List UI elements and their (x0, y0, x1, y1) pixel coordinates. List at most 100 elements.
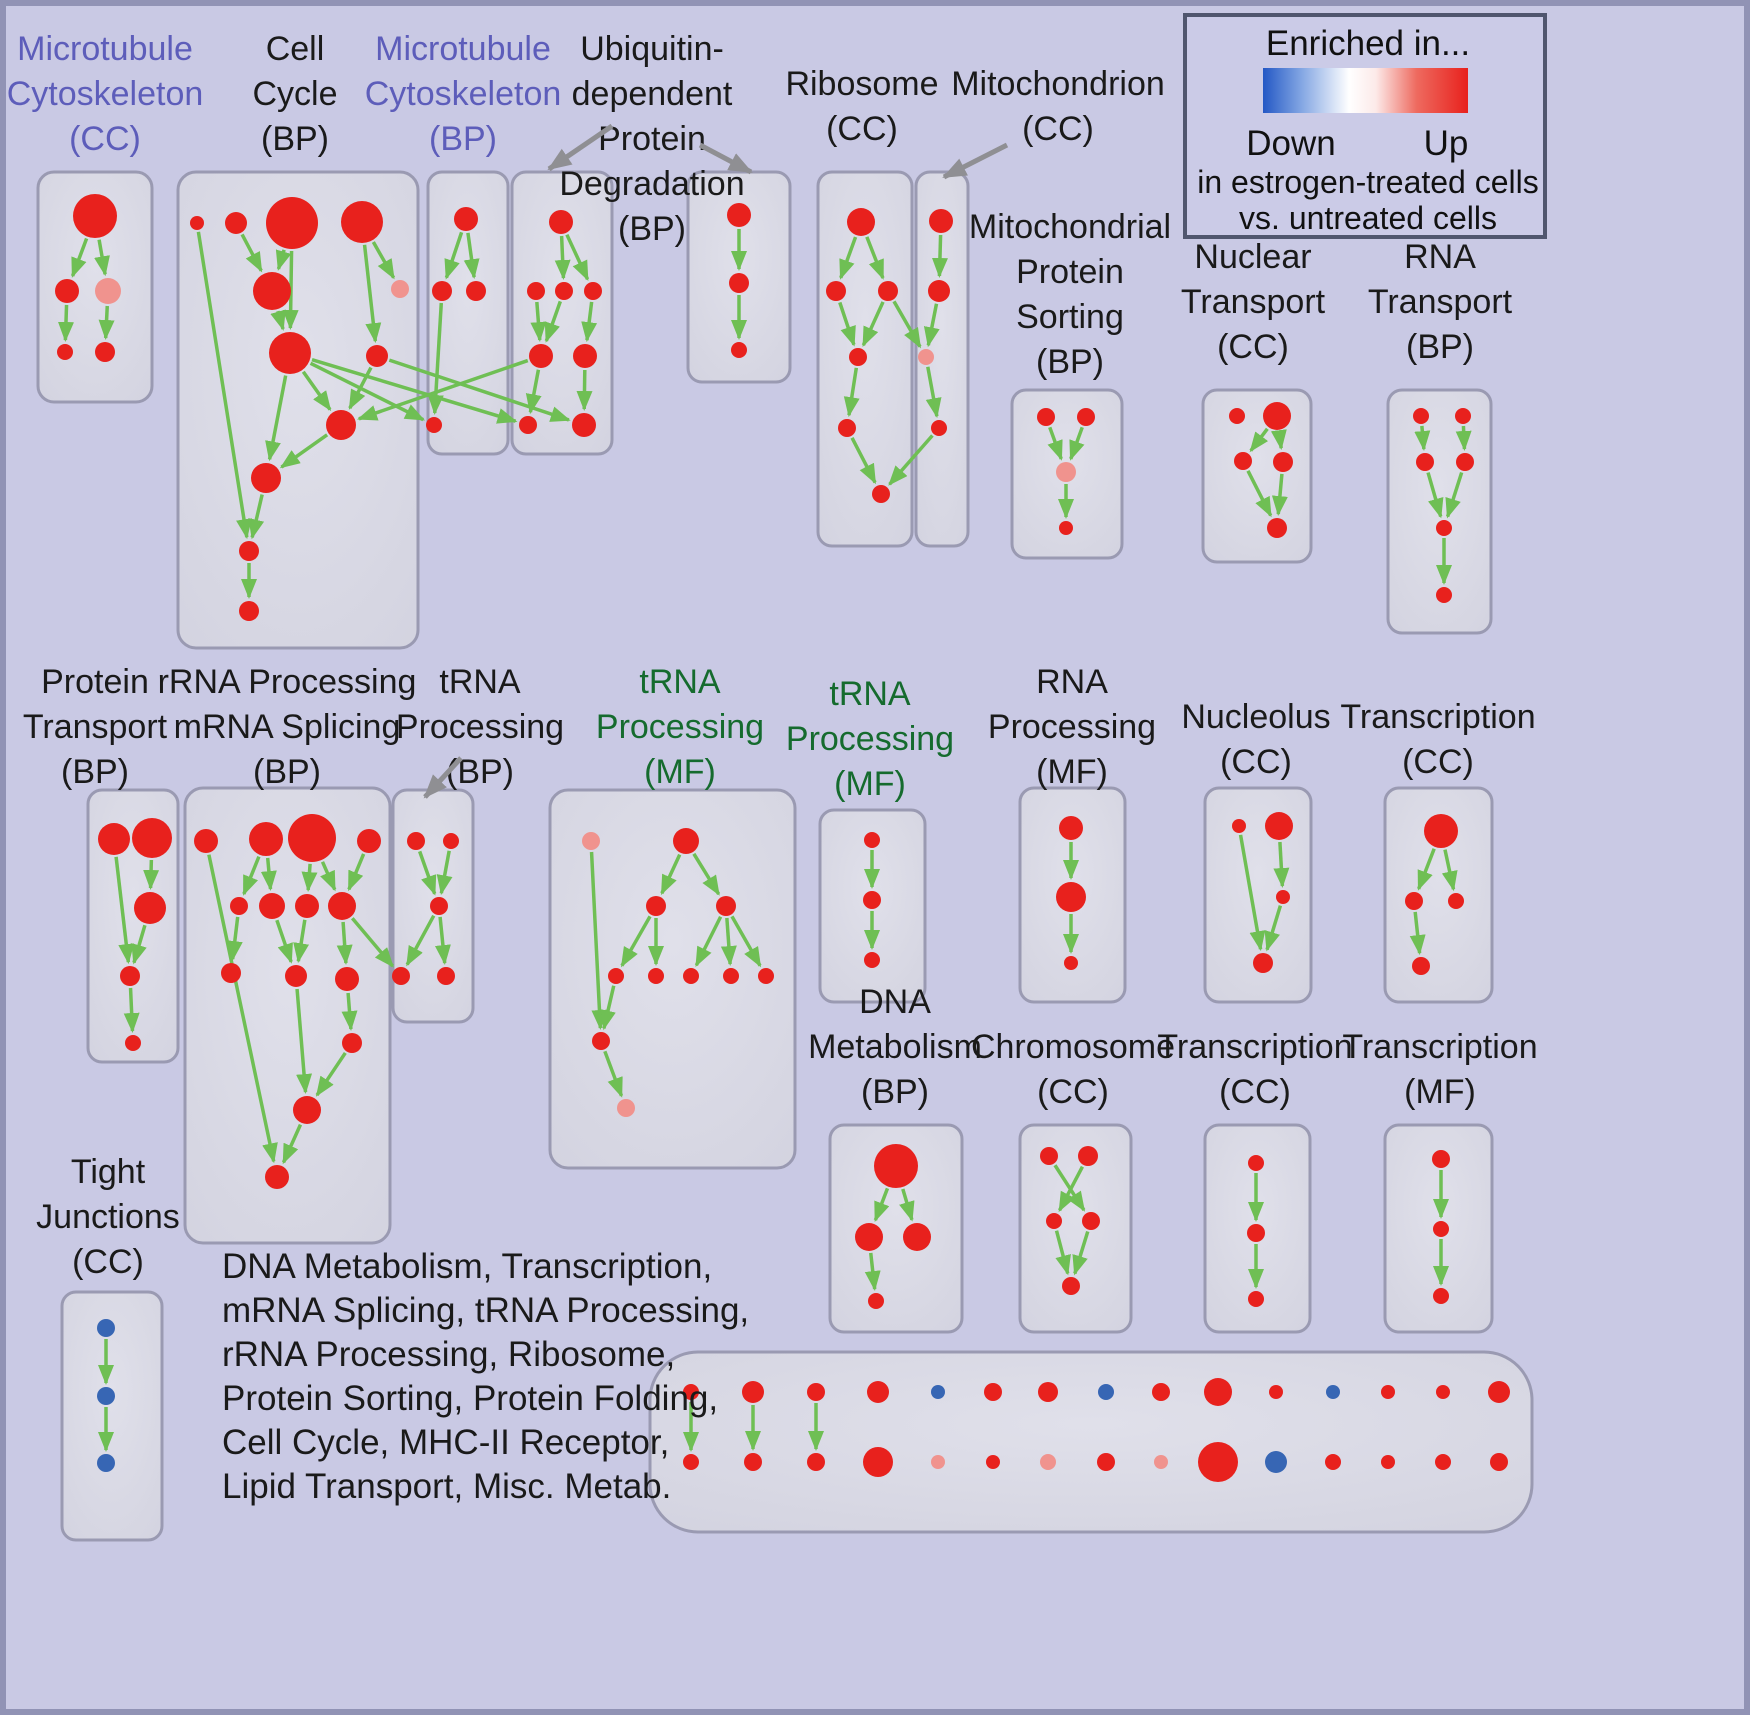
edge-arrow (388, 358, 571, 422)
edge-arrow (242, 855, 261, 896)
go-term-node (1269, 1385, 1283, 1399)
go-term-node (1046, 1213, 1062, 1229)
go-term-node (57, 344, 73, 360)
edge-arrow (240, 233, 263, 273)
go-term-node (582, 832, 600, 850)
edge-arrow (1455, 425, 1472, 452)
edge-arrow (554, 235, 571, 281)
go-term-node (1448, 893, 1464, 909)
go-term-node (1077, 408, 1095, 426)
pointer-arrow (423, 756, 463, 799)
go-term-node (407, 832, 425, 850)
go-term-node (249, 822, 283, 856)
edge-arrow (1273, 841, 1290, 889)
go-term-node (1326, 1385, 1340, 1399)
go-term-node (1456, 453, 1474, 471)
edge-arrow (931, 234, 948, 279)
go-term-node (617, 1099, 635, 1117)
go-term-node (1435, 1454, 1451, 1470)
go-term-node (120, 966, 140, 986)
edge-arrow (576, 369, 593, 412)
go-term-node (986, 1455, 1000, 1469)
go-term-node (221, 963, 241, 983)
edge-arrow (603, 1050, 624, 1098)
go-term-node (1276, 890, 1290, 904)
go-term-node (1381, 1385, 1395, 1399)
go-term-node (1433, 1288, 1449, 1304)
go-term-node (928, 280, 950, 302)
go-term-node (549, 210, 573, 234)
edge-arrow (260, 857, 277, 892)
go-term-node (1056, 462, 1076, 482)
edge-arrow (1271, 473, 1288, 517)
legend-gradient-bar (1263, 68, 1468, 113)
go-term-node (326, 410, 356, 440)
go-term-node (1436, 520, 1452, 536)
go-term-node (1432, 1150, 1450, 1168)
legend: Enriched in... Down Up in estrogen-treat… (1183, 13, 1547, 239)
edge-arrow (362, 244, 382, 344)
edge-arrow (1058, 1165, 1084, 1213)
go-term-node (1265, 812, 1293, 840)
go-term-node (426, 417, 442, 433)
go-term-node (807, 1383, 825, 1401)
edge-arrow (525, 369, 542, 415)
go-term-node (1064, 956, 1078, 970)
go-term-node (95, 342, 115, 362)
go-term-node (1229, 408, 1245, 424)
legend-box (1183, 13, 1547, 239)
go-term-node (1248, 1291, 1264, 1307)
legend-title: Enriched in... (1266, 24, 1470, 63)
label-nucleolus-cc: Nucleolus(CC) (1181, 698, 1330, 781)
go-term-node (239, 541, 259, 561)
go-term-node (744, 1453, 762, 1471)
go-term-node (867, 1381, 889, 1403)
edge-arrow (589, 851, 608, 1031)
go-term-node (573, 344, 597, 368)
go-term-node (742, 1381, 764, 1403)
edge-arrow (720, 917, 737, 967)
go-term-node (1097, 1453, 1115, 1471)
go-term-node (1059, 816, 1083, 840)
label-transcription-cc-bottom: Transcription(CC) (1157, 1028, 1352, 1111)
go-term-node (357, 829, 381, 853)
edge-arrow (730, 915, 762, 968)
edge-arrow (371, 241, 396, 280)
go-term-node (646, 896, 666, 916)
edge-arrow (1072, 1230, 1090, 1276)
go-term-node (55, 279, 79, 303)
edge-arrow (320, 861, 337, 892)
go-term-node (342, 1033, 362, 1053)
edge-arrow (1417, 848, 1436, 891)
edge-arrow (434, 916, 451, 966)
go-term-node (1436, 587, 1452, 603)
go-term-node (328, 892, 356, 920)
go-term-node (1232, 819, 1246, 833)
edge-arrow (620, 915, 652, 968)
edge-arrow (873, 1187, 890, 1223)
go-term-node (1040, 1454, 1056, 1470)
go-term-node (341, 201, 383, 243)
go-term-node (73, 194, 117, 238)
edge-arrow (600, 985, 616, 1031)
panel-trna-processing-mf-large (548, 788, 797, 1170)
go-term-node (931, 1385, 945, 1399)
edge-arrow (311, 357, 518, 424)
panel-chromosome-cc (1018, 1123, 1133, 1334)
go-term-node (125, 1035, 141, 1051)
edge-arrow (281, 1123, 303, 1165)
edge-arrow (94, 239, 110, 277)
go-term-node (527, 282, 545, 300)
edge-arrow (309, 361, 426, 422)
edge-arrow (694, 915, 723, 968)
go-term-node (868, 1293, 884, 1309)
edge-arrow (1270, 429, 1287, 451)
edge-arrow (1426, 472, 1444, 519)
go-term-node (931, 1455, 945, 1469)
